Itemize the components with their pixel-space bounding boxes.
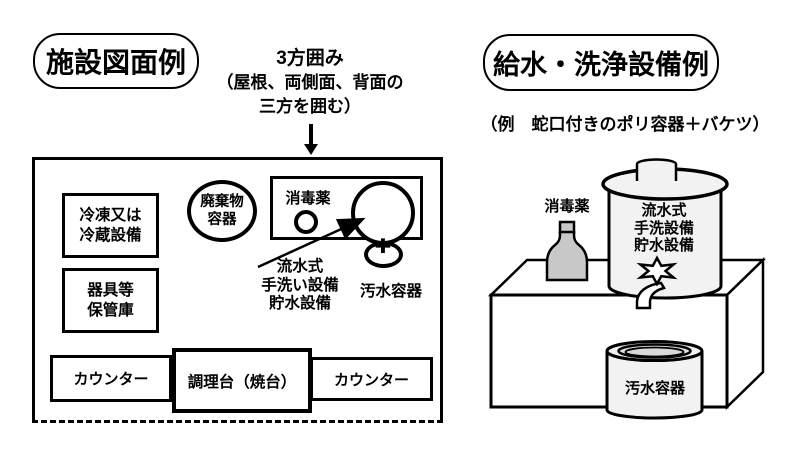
equipment-bucket-label: 汚水容器	[624, 380, 685, 397]
facility-title-pill: 施設図面例	[33, 33, 199, 89]
cooking-table-label: 調理台（焼台）	[187, 373, 297, 391]
storage-box: 器具等 保管庫	[62, 268, 159, 333]
waste-container-ellipse: 廃棄物 容器	[187, 180, 257, 242]
down-arrow-shaft	[309, 124, 313, 145]
freezer-label-line1: 冷凍又は	[79, 206, 142, 224]
sewage-container-ellipse	[364, 241, 403, 268]
annotation-line3: 三方を囲む）	[259, 97, 361, 116]
freezer-box: 冷凍又は 冷蔵設備	[62, 193, 159, 258]
equipment-subtitle: （例 蛇口付きのポリ容器＋バケツ）	[480, 115, 770, 134]
annotation-line1: 3方囲み	[276, 48, 344, 69]
annotation-line2: （屋根、両側面、背面の	[216, 73, 404, 92]
counter-left-label: カウンター	[73, 371, 149, 388]
equipment-tank-label: 流水式 手洗設備 貯水設備	[608, 202, 720, 255]
waste-label-line2: 容器	[207, 212, 237, 228]
storage-label-line2: 保管庫	[87, 301, 134, 319]
handwash-label: 流水式 手洗い設備 貯水設備	[230, 258, 370, 314]
equipment-sanitizer-label: 消毒薬	[544, 198, 590, 215]
tank-label-line1: 流水式	[641, 202, 687, 219]
handwash-label-line2: 手洗い設備	[261, 276, 339, 294]
counter-left-box: カウンター	[50, 355, 172, 402]
down-arrow-icon	[304, 144, 318, 155]
counter-right-box: カウンター	[310, 357, 433, 401]
handwash-pointer-arrow-icon	[257, 217, 366, 269]
waste-label-line1: 廃棄物	[200, 194, 244, 210]
equipment-title: 給水・洗浄設備例	[493, 50, 709, 80]
equipment-title-pill: 給水・洗浄設備例	[483, 34, 719, 91]
counter-right-label: カウンター	[333, 371, 409, 389]
handwash-label-line3: 貯水設備	[268, 295, 331, 312]
three-side-enclosure-annotation: 3方囲み （屋根、両側面、背面の 三方を囲む）	[178, 47, 442, 119]
handwash-label-line1: 流水式	[276, 258, 324, 275]
faucet-plus-icon: ✚	[374, 236, 392, 258]
tank-label-line3: 貯水設備	[633, 237, 694, 254]
freezer-label-line2: 冷蔵設備	[79, 226, 142, 244]
water-splash-star-icon	[636, 255, 678, 287]
storage-label-line1: 器具等	[87, 281, 134, 299]
bucket-opening-shape	[624, 346, 685, 358]
equipment-illustration	[487, 158, 767, 420]
sanitizer-bottle-shape	[545, 230, 589, 282]
facility-title: 施設図面例	[45, 47, 186, 78]
sanitizer-label: 消毒薬	[285, 190, 331, 207]
sanitizer-bottle-circle	[294, 210, 318, 234]
sewage-label: 汚水容器	[359, 283, 422, 300]
tank-label-line2: 手洗設備	[633, 219, 694, 237]
tank-cap-shape	[635, 158, 678, 181]
cooking-table-box: 調理台（焼台）	[172, 348, 312, 413]
faucet-spout-shape	[635, 281, 666, 310]
